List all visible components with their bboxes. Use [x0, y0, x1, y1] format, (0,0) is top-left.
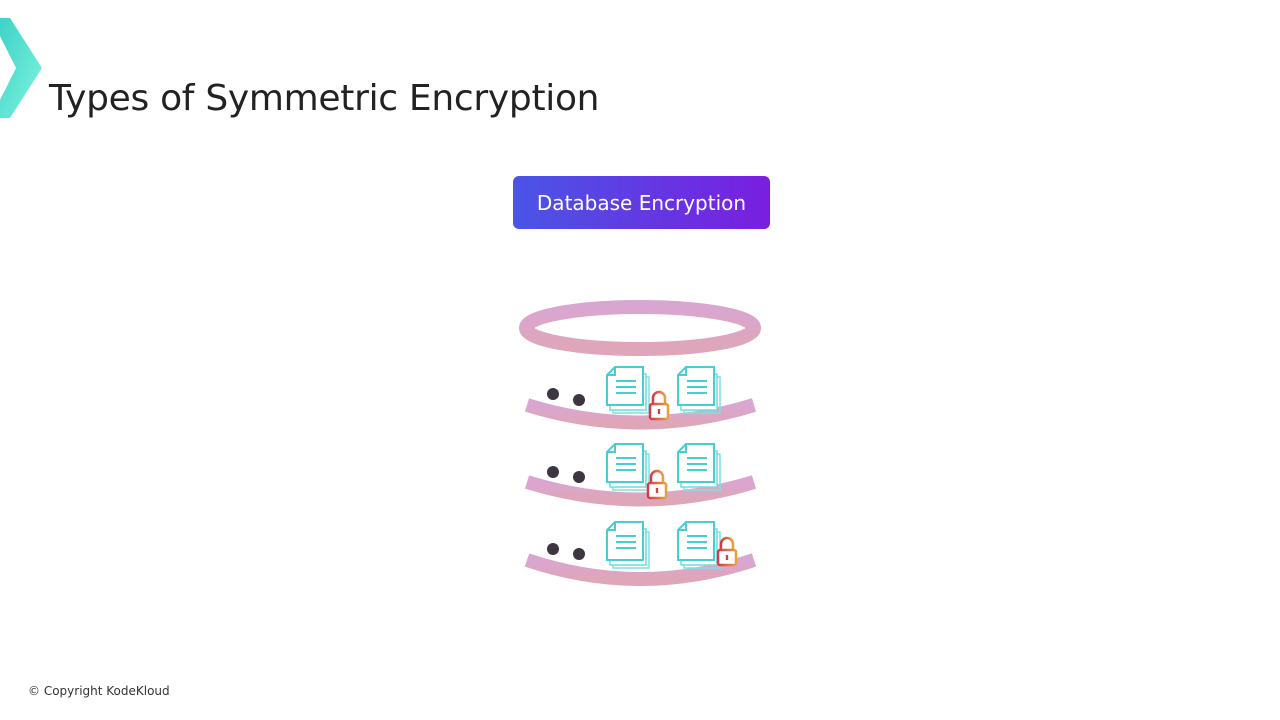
copyright-footer: © Copyright KodeKloud: [28, 684, 170, 698]
database-encryption-button[interactable]: Database Encryption: [513, 176, 770, 229]
lock-icon: [648, 390, 670, 421]
page-title: Types of Symmetric Encryption: [49, 78, 600, 120]
lock-icon: [646, 469, 668, 500]
database-icon: [519, 300, 761, 586]
lock-icon: [716, 536, 738, 567]
logo-icon: [0, 18, 42, 118]
